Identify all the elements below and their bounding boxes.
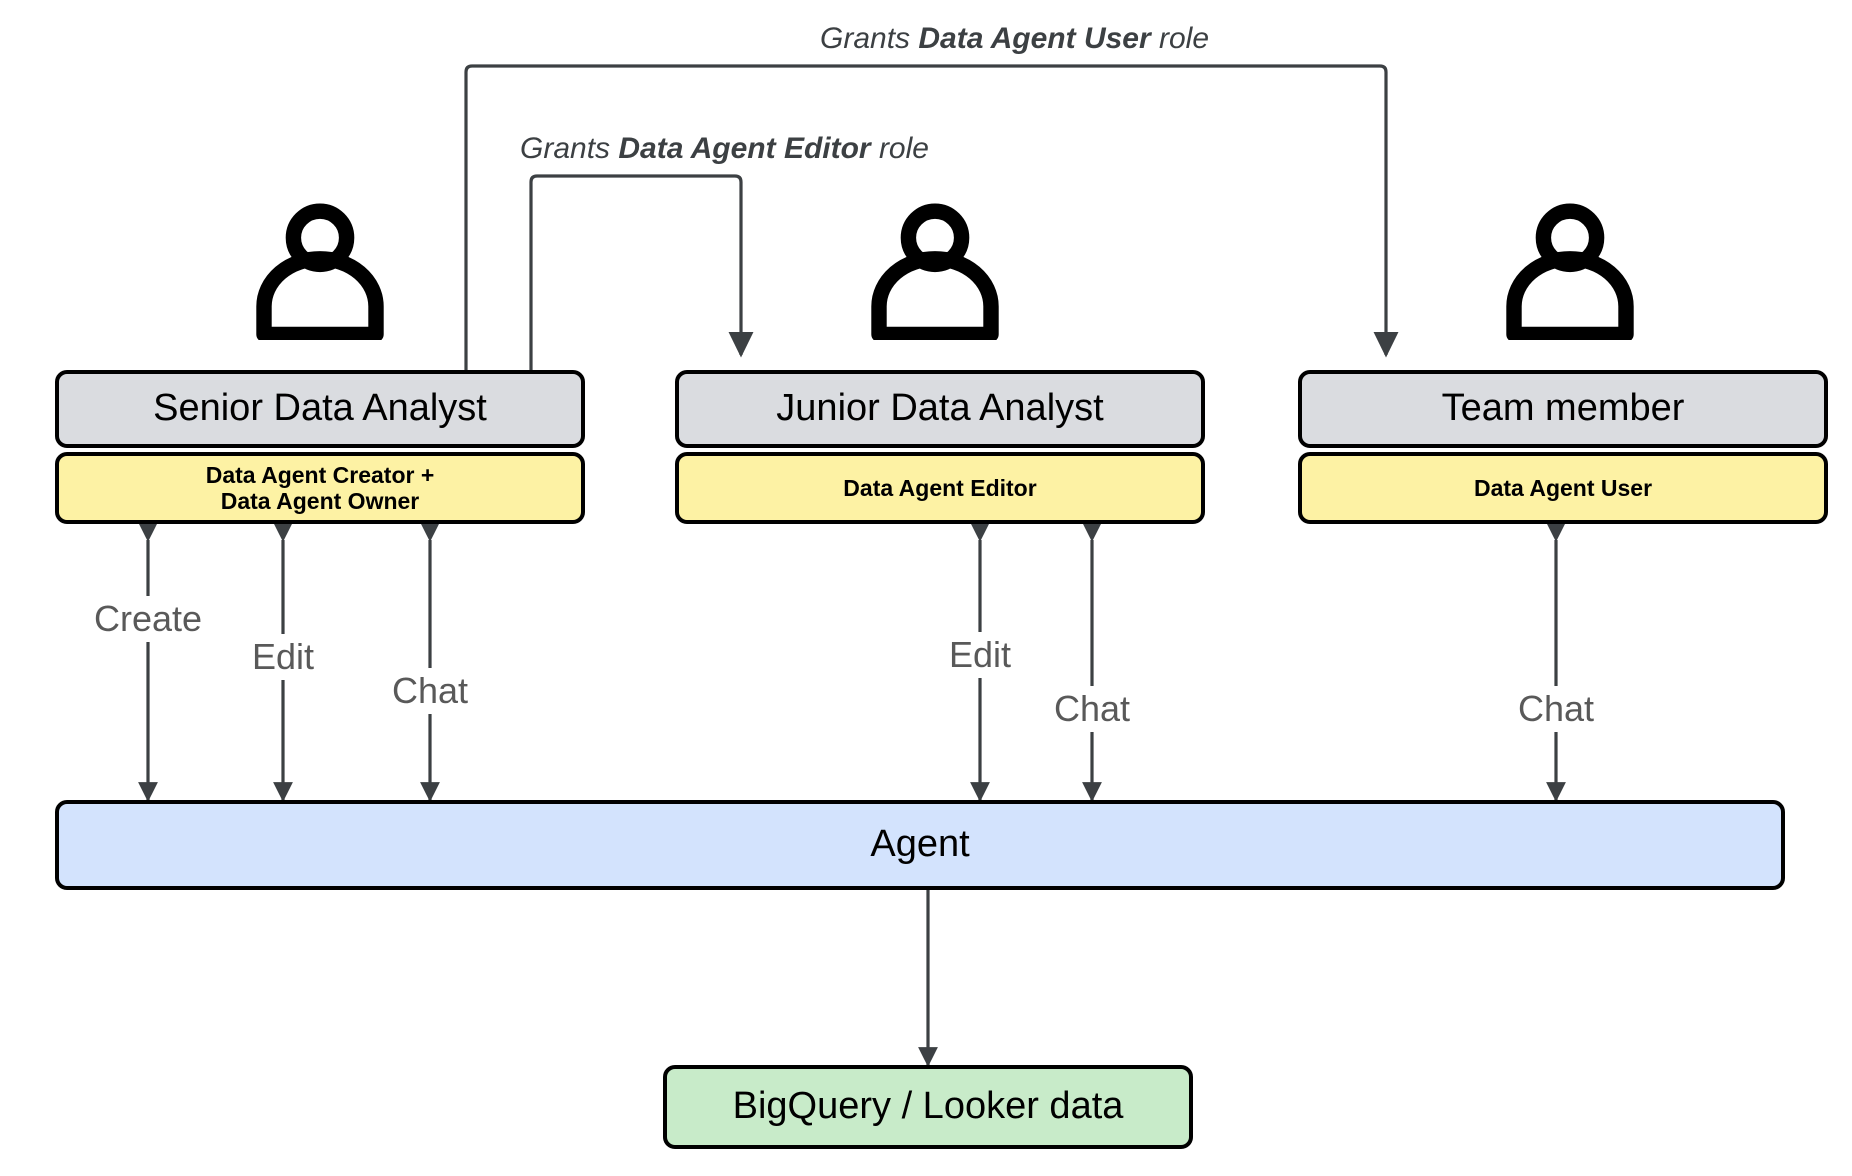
edge-label-team-chat: Chat bbox=[1511, 686, 1601, 732]
permission-line-1: Data Agent Creator + bbox=[205, 461, 435, 488]
edge-label-text: Chat bbox=[1517, 688, 1595, 729]
persona-title-label: Senior Data Analyst bbox=[153, 387, 487, 430]
grant-label-data-agent-editor: Grants Data Agent Editor role bbox=[520, 132, 929, 166]
persona-permission-junior-data-analyst[interactable]: Data Agent Editor bbox=[675, 452, 1205, 524]
grant-editor-role: Data Agent Editor bbox=[618, 132, 871, 165]
edge-label-text: Edit bbox=[251, 636, 315, 677]
person-icon-team-member bbox=[1500, 200, 1640, 343]
edge-label-junior-chat: Chat bbox=[1047, 686, 1137, 732]
grant-user-suffix: role bbox=[1150, 22, 1210, 55]
persona-title-label: Junior Data Analyst bbox=[776, 387, 1104, 430]
edge-label-senior-edit: Edit bbox=[245, 634, 321, 680]
edge-label-senior-create: Create bbox=[87, 596, 209, 642]
persona-permission-team-member[interactable]: Data Agent User bbox=[1298, 452, 1828, 524]
persona-title-label: Team member bbox=[1441, 387, 1685, 430]
permission-line-1: Data Agent User bbox=[1473, 474, 1653, 501]
edge-label-text: Create bbox=[93, 598, 203, 639]
person-icon-junior-data-analyst bbox=[865, 200, 1005, 343]
edge-label-text: Edit bbox=[948, 634, 1012, 675]
grant-editor-prefix: Grants bbox=[520, 132, 619, 165]
permission-line-2: Data Agent Owner bbox=[220, 488, 420, 514]
edge-label-junior-edit: Edit bbox=[942, 632, 1018, 678]
edge-label-text: Chat bbox=[1053, 688, 1131, 729]
grant-user-role: Data Agent User bbox=[918, 22, 1151, 55]
datasource-label: BigQuery / Looker data bbox=[732, 1085, 1124, 1128]
persona-title-senior-data-analyst[interactable]: Senior Data Analyst bbox=[55, 370, 585, 448]
permission-line-1: Data Agent Editor bbox=[843, 474, 1037, 501]
grant-editor-suffix: role bbox=[870, 132, 929, 165]
persona-title-junior-data-analyst[interactable]: Junior Data Analyst bbox=[675, 370, 1205, 448]
persona-permission-senior-data-analyst[interactable]: Data Agent Creator + Data Agent Owner bbox=[55, 452, 585, 524]
grant-user-prefix: Grants bbox=[820, 22, 919, 55]
agent-box[interactable]: Agent bbox=[55, 800, 1785, 890]
edge-label-text: Chat bbox=[391, 670, 469, 711]
grant-label-data-agent-user: Grants Data Agent User role bbox=[820, 22, 1209, 56]
edge-label-senior-chat: Chat bbox=[385, 668, 475, 714]
persona-title-team-member[interactable]: Team member bbox=[1298, 370, 1828, 448]
person-icon-senior-data-analyst bbox=[250, 200, 390, 343]
agent-label: Agent bbox=[870, 823, 970, 866]
datasource-box[interactable]: BigQuery / Looker data bbox=[663, 1065, 1193, 1149]
connector-grants-editor bbox=[529, 174, 754, 370]
